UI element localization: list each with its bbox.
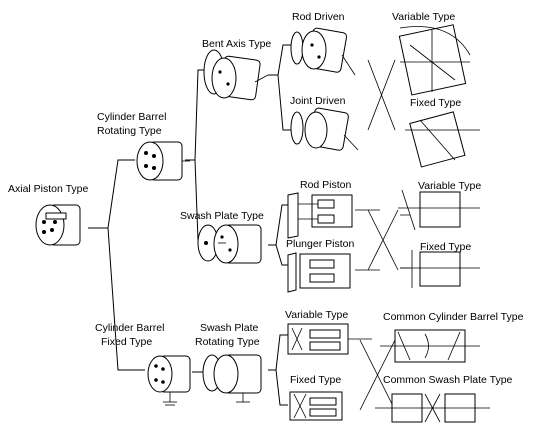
fixed-type-swash-icon <box>400 250 480 288</box>
label-fixed-type-bent: Fixed Type <box>410 97 461 109</box>
bent-axis-icon <box>204 50 268 100</box>
fixed-type-rotating-icon <box>290 392 342 420</box>
cylinder-barrel-fixed-icon <box>148 356 190 405</box>
common-swash-plate-icon <box>375 394 490 422</box>
label-swash-plate-rotating-line2: Rotating Type <box>195 336 260 348</box>
variable-type-swash-icon <box>398 190 480 230</box>
label-common-cylinder-barrel-type: Common Cylinder Barrel Type <box>383 311 524 323</box>
label-variable-type-swash: Variable Type <box>418 180 481 192</box>
label-swash-plate-rotating-line1: Swash Plate <box>200 322 259 334</box>
label-bent-axis-type: Bent Axis Type <box>202 38 271 50</box>
label-plunger-piston: Plunger Piston <box>286 238 354 250</box>
label-cylinder-barrel-fixed-line2: Fixed Type <box>101 336 152 348</box>
plunger-piston-icon <box>288 253 350 292</box>
joint-driven-icon <box>291 108 358 151</box>
label-cylinder-barrel-fixed-line1: Cylinder Barrel <box>95 322 164 334</box>
label-fixed-type-rotating: Fixed Type <box>290 374 341 386</box>
rod-driven-icon <box>291 28 355 75</box>
label-fixed-type-swash: Fixed Type <box>420 241 471 253</box>
label-swash-plate-type: Swash Plate Type <box>180 210 264 222</box>
label-common-swash-plate-type: Common Swash Plate Type <box>383 374 513 386</box>
axial-piston-cylinder-icon <box>36 205 80 245</box>
label-axial-piston-type: Axial Piston Type <box>8 183 89 195</box>
label-variable-type-bent: Variable Type <box>392 11 455 23</box>
variable-type-bent-icon <box>399 25 470 95</box>
label-cylinder-barrel-rotating-line1: Cylinder Barrel <box>97 111 166 123</box>
fixed-type-bent-icon <box>405 112 480 167</box>
cylinder-barrel-rotating-icon <box>137 142 190 180</box>
label-cylinder-barrel-rotating-line2: Rotating Type <box>97 125 162 137</box>
label-variable-type-rotating: Variable Type <box>285 309 348 321</box>
variable-type-rotating-icon <box>288 324 372 354</box>
label-rod-driven: Rod Driven <box>292 11 345 23</box>
common-cylinder-barrel-icon <box>380 330 480 362</box>
swash-plate-icon <box>198 225 261 263</box>
tree-connectors <box>88 45 292 405</box>
rod-piston-icon <box>288 193 352 238</box>
label-rod-piston: Rod Piston <box>300 179 352 191</box>
swash-plate-rotating-icon <box>203 355 261 402</box>
label-joint-driven: Joint Driven <box>290 95 346 107</box>
